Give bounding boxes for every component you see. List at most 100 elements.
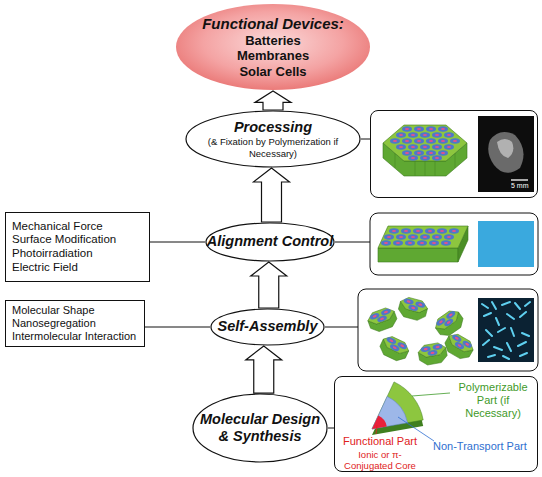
node-text: Surface Modification <box>12 233 116 247</box>
stage-ellipse: Alignment Control <box>205 222 335 262</box>
node-text: Mechanical Force <box>12 220 103 234</box>
factor-box: Molecular ShapeNanosegregationIntermolec… <box>5 300 145 347</box>
stage-title: Functional Devices: <box>202 15 344 33</box>
column-disk <box>432 144 442 149</box>
column-disk <box>402 126 412 131</box>
polymerizable-part <box>372 382 423 429</box>
column-disk <box>408 144 418 149</box>
column-disk <box>438 126 448 131</box>
node-text: Photoirradiation <box>12 247 93 261</box>
column-disk <box>414 138 424 143</box>
node-text: Nanosegregation <box>12 317 96 330</box>
column-disk <box>396 234 406 239</box>
micrograph-texture <box>482 302 530 359</box>
block-arrow <box>255 91 291 110</box>
node-text: Batteries Membranes Solar Cells <box>227 33 319 79</box>
part-label: Ionic or π-Conjugated Core <box>335 449 425 471</box>
leader-line <box>325 327 358 328</box>
node-text: Electric Field <box>12 261 78 275</box>
stage-ellipse: Molecular Design & Synthesis <box>192 393 328 463</box>
column-disk <box>437 228 447 233</box>
column-bundle <box>417 342 448 367</box>
column-disk <box>420 234 430 239</box>
column-disk <box>432 132 442 137</box>
column-disk <box>420 144 430 149</box>
column-disk <box>441 240 451 245</box>
node-text: Molecular Shape <box>12 304 95 317</box>
connector-line <box>150 242 205 243</box>
stage-title: Processing <box>234 119 312 136</box>
leader-line <box>376 425 377 434</box>
column-disk <box>393 240 403 245</box>
column-disk <box>389 228 399 233</box>
column-disk <box>408 155 418 160</box>
column-disk <box>444 144 454 149</box>
stage-ellipse: Processing(& Fixation by Polymerization … <box>185 110 361 168</box>
connector-line <box>145 327 210 328</box>
column-bundle <box>442 331 476 362</box>
column-disk <box>396 132 406 137</box>
image-panel <box>370 213 538 275</box>
column-disk <box>449 228 459 233</box>
column-bundle <box>432 307 466 339</box>
column-disk <box>444 234 454 239</box>
column-disk <box>420 132 430 137</box>
column-disk <box>402 150 412 155</box>
block-arrow <box>251 262 287 308</box>
node-text: Intermolecular Interaction <box>12 330 136 343</box>
part-label: Polymerizable Part (if Necessary) <box>449 381 537 420</box>
leader-line <box>335 242 370 243</box>
film-photo <box>478 116 534 192</box>
column-disk <box>414 150 424 155</box>
stage-ellipse-shape <box>206 223 334 261</box>
hexagonal-column-bundle <box>383 125 467 176</box>
part-label: Non-Transport Part <box>433 440 527 453</box>
column-disk <box>390 138 400 143</box>
column-disk <box>408 234 418 239</box>
goal-ellipse-shape <box>176 4 370 90</box>
functional-part <box>372 415 387 429</box>
bundle-top <box>383 125 467 161</box>
column-disk <box>402 138 412 143</box>
column-disk <box>417 240 427 245</box>
image-panel <box>358 289 538 371</box>
film-sample <box>488 132 523 173</box>
micrograph <box>478 221 534 267</box>
slab-top <box>378 226 468 248</box>
connector-line <box>328 428 334 429</box>
part-label: Functional Part <box>335 435 425 448</box>
block-arrow <box>254 168 290 222</box>
leader-line <box>412 393 450 396</box>
stage-title: Alignment Control <box>207 233 333 250</box>
column-bundle <box>397 296 429 323</box>
non-transport-part <box>372 396 408 429</box>
goal-ellipse: Functional Devices:Batteries Membranes S… <box>175 3 371 91</box>
column-disk <box>396 144 406 149</box>
column-disk <box>429 240 439 245</box>
stage-title: Molecular Design & Synthesis <box>199 411 321 445</box>
image-panel: 5 mm <box>370 110 538 198</box>
slab-side <box>378 248 458 262</box>
column-disk <box>432 234 442 239</box>
node-text: (& Fixation by Polymerization if Necessa… <box>198 136 348 158</box>
block-arrow <box>246 346 282 393</box>
column-disk <box>381 240 391 245</box>
connector-line <box>361 139 370 140</box>
column-disk <box>426 138 436 143</box>
column-disk <box>426 150 436 155</box>
stage-ellipse-shape <box>193 394 327 462</box>
micrograph <box>478 298 534 362</box>
column-disk <box>426 126 436 131</box>
column-disk <box>450 138 460 143</box>
column-disk <box>444 132 454 137</box>
column-disk <box>432 155 442 160</box>
column-disk <box>438 150 448 155</box>
column-disk <box>425 228 435 233</box>
column-disk <box>413 228 423 233</box>
column-disk <box>420 155 430 160</box>
column-disk <box>405 240 415 245</box>
column-disk <box>438 138 448 143</box>
stage-title: Self-Assembly <box>218 318 318 335</box>
column-disk <box>414 126 424 131</box>
column-disk <box>408 132 418 137</box>
